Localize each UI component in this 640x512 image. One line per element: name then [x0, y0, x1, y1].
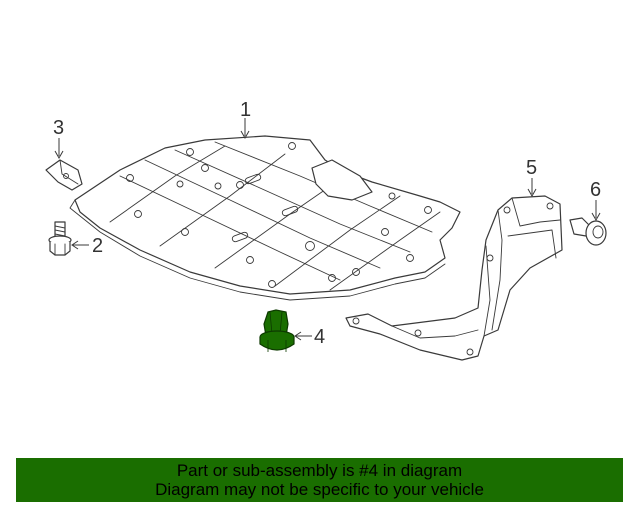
info-banner: Part or sub-assembly is #4 in diagram Di…	[16, 458, 623, 502]
callout-5[interactable]: 5	[526, 157, 537, 179]
banner-line-1: Part or sub-assembly is #4 in diagram	[176, 461, 463, 480]
clip-nut-part-3[interactable]	[45, 159, 83, 191]
callout-3[interactable]: 3	[53, 117, 64, 139]
callout-6[interactable]: 6	[590, 179, 601, 201]
side-shield-part-5[interactable]	[345, 195, 563, 361]
bolt-part-2[interactable]	[48, 221, 72, 256]
splash-shield-part-1[interactable]	[69, 135, 461, 301]
callout-4[interactable]: 4	[314, 326, 325, 348]
callout-1[interactable]: 1	[240, 99, 251, 121]
push-rivet-part-6[interactable]	[569, 217, 607, 246]
banner-line-2: Diagram may not be specific to your vehi…	[155, 480, 484, 499]
callout-2[interactable]: 2	[92, 235, 103, 257]
push-clip-part-4[interactable]	[259, 309, 295, 352]
